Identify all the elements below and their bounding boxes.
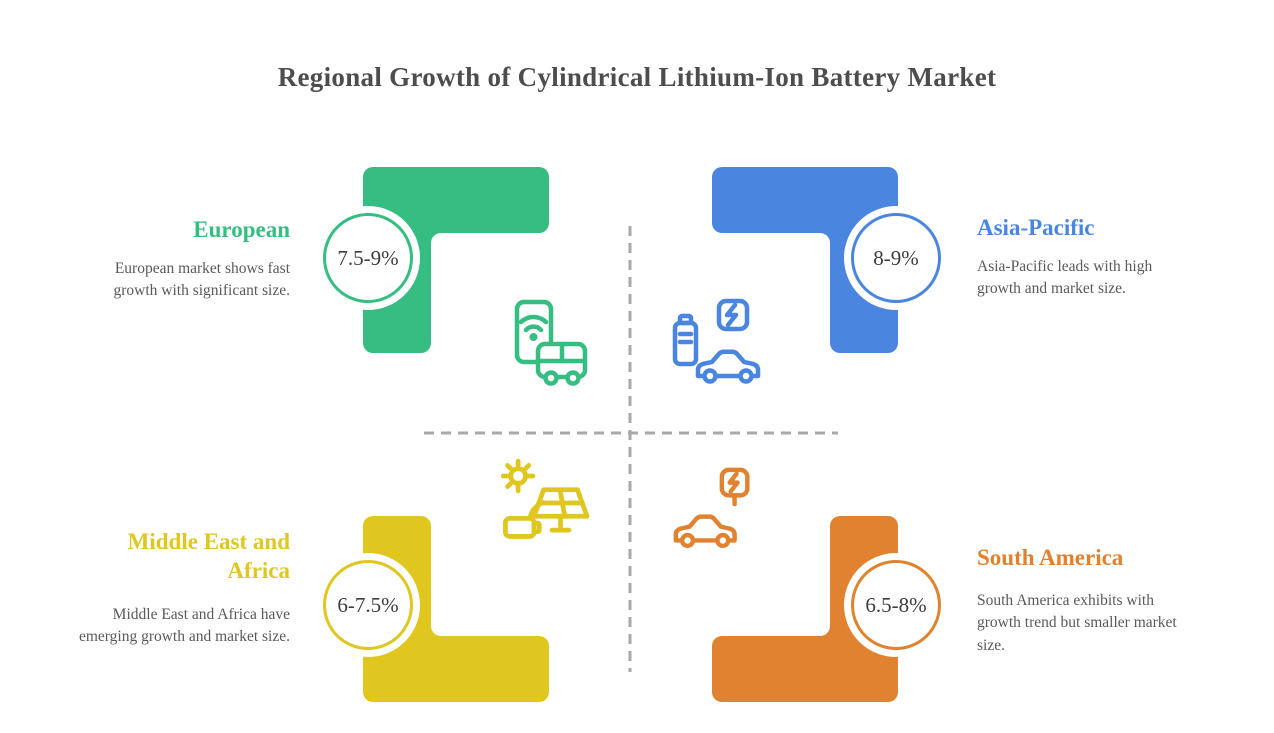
l-shape-european xyxy=(363,167,549,353)
region-name-european: European xyxy=(193,217,290,242)
region-name-middle-east-africa: Middle East and Africa xyxy=(127,529,290,583)
car-and-ev-charger-icon xyxy=(666,464,764,562)
growth-value-middle-east-africa: 6-7.5% xyxy=(337,592,399,617)
page-title: Regional Growth of Cylindrical Lithium-I… xyxy=(277,62,997,92)
l-shape-south-america xyxy=(712,516,898,702)
region-description-european: European market shows fast growth with s… xyxy=(113,260,291,300)
region-description-asia-pacific: Asia-Pacific leads with high growth and … xyxy=(977,258,1153,298)
region-name-asia-pacific: Asia-Pacific xyxy=(977,215,1095,240)
growth-value-european: 7.5-9% xyxy=(337,245,399,270)
region-description-south-america: South America exhibits with growth trend… xyxy=(977,592,1177,654)
sun-solar-panel-and-battery-icon xyxy=(498,458,604,564)
growth-badge-asia-pacific: 8-9% xyxy=(851,213,941,303)
region-name-south-america: South America xyxy=(977,545,1124,570)
growth-badge-south-america: 6.5-8% xyxy=(851,560,941,650)
growth-badge-middle-east-africa: 6-7.5% xyxy=(323,560,413,650)
growth-badge-european: 7.5-9% xyxy=(323,213,413,303)
region-description-middle-east-africa: Middle East and Africa have emerging gro… xyxy=(78,606,290,646)
battery-and-ev-charging-car-icon xyxy=(666,296,766,396)
l-shape-middle-east-africa xyxy=(363,516,549,702)
l-shape-asia-pacific xyxy=(712,167,898,353)
growth-value-asia-pacific: 8-9% xyxy=(873,245,919,270)
growth-value-south-america: 6.5-8% xyxy=(865,592,927,617)
phone-wifi-and-bus-icon xyxy=(496,297,596,397)
